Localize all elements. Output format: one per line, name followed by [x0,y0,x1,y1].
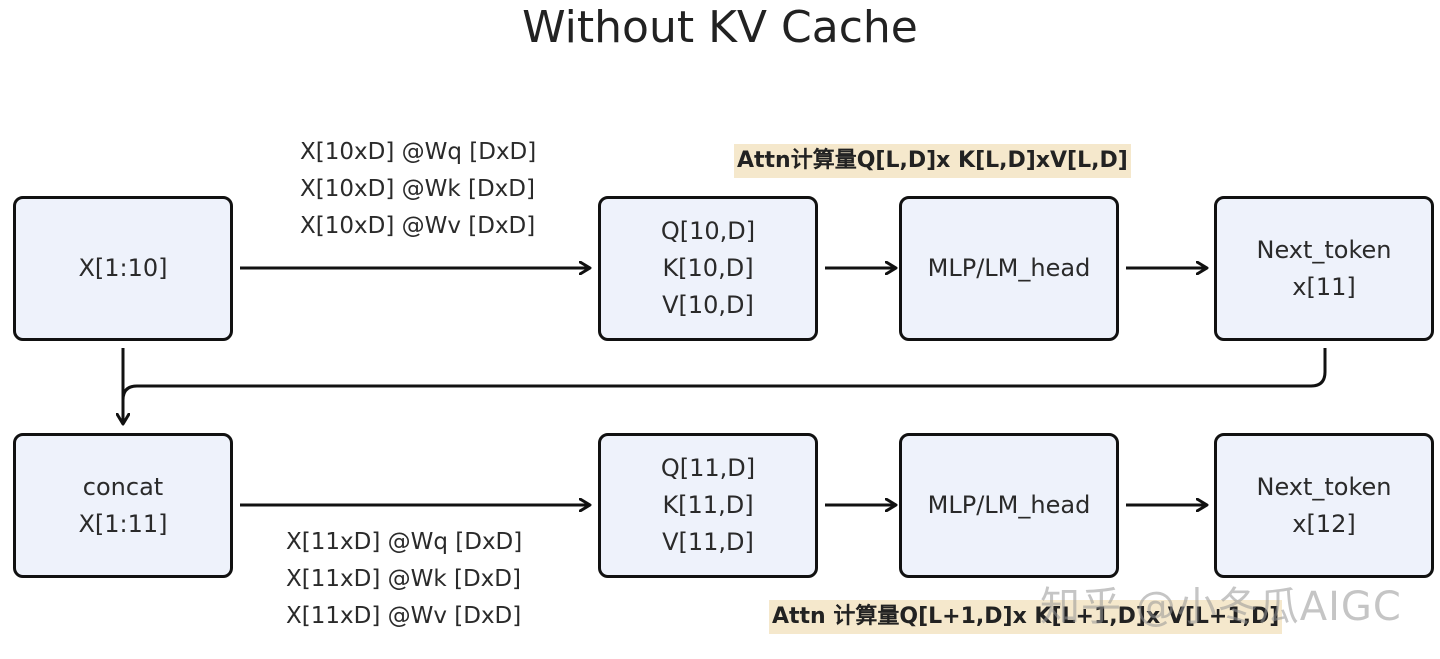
k-value: K[10,D] [662,254,754,282]
attn-note-row1: Attn计算量Q[L,D]x K[L,D]xV[L,D] [734,144,1131,178]
concat-box-row2: concat X[1:11] [13,433,233,578]
v-value: V[10,D] [662,291,754,319]
projection-label-row1: X[10xD] @Wq [DxD] X[10xD] @Wk [DxD] X[10… [300,134,536,245]
v-value: V[11,D] [662,528,754,556]
proj-k-label: X[10xD] @Wk [DxD] [300,176,535,202]
qkv-box-row1: Q[10,D] K[10,D] V[10,D] [598,196,818,341]
arrow-next-token-feedback [121,348,1327,424]
input-box-row1-text: X[1:10] [78,254,168,282]
proj-v-label: X[11xD] @Wv [DxD] [286,603,522,629]
next-token-value: x[11] [1292,272,1356,301]
attn-note-row2: Attn 计算量Q[L+1,D]x K[L+1,D]x V[L+1,D] [769,600,1283,634]
mlp-text: MLP/LM_head [927,254,1091,282]
next-token-label: Next_token [1256,235,1392,264]
projection-label-row2: X[11xD] @Wq [DxD] X[11xD] @Wk [DxD] X[11… [286,524,522,635]
qkv-box-row2: Q[11,D] K[11,D] V[11,D] [598,433,818,578]
q-value: Q[10,D] [660,217,756,245]
mlp-box-row2: MLP/LM_head [899,433,1119,578]
proj-k-label: X[11xD] @Wk [DxD] [286,566,521,592]
next-token-box-row1: Next_token x[11] [1214,196,1434,341]
mlp-text: MLP/LM_head [927,491,1091,519]
watermark: 知乎 @小冬瓜AIGC [1040,584,1402,630]
concat-value: X[1:11] [78,509,168,538]
input-box-row1: X[1:10] [13,196,233,341]
mlp-box-row1: MLP/LM_head [899,196,1119,341]
q-value: Q[11,D] [660,454,756,482]
proj-v-label: X[10xD] @Wv [DxD] [300,213,536,239]
diagram-title: Without KV Cache [522,2,918,53]
proj-q-label: X[10xD] @Wq [DxD] [300,139,537,165]
next-token-box-row2: Next_token x[12] [1214,433,1434,578]
k-value: K[11,D] [662,491,754,519]
proj-q-label: X[11xD] @Wq [DxD] [286,529,523,555]
concat-label: concat [82,472,164,501]
next-token-label: Next_token [1256,472,1392,501]
next-token-value: x[12] [1292,509,1356,538]
